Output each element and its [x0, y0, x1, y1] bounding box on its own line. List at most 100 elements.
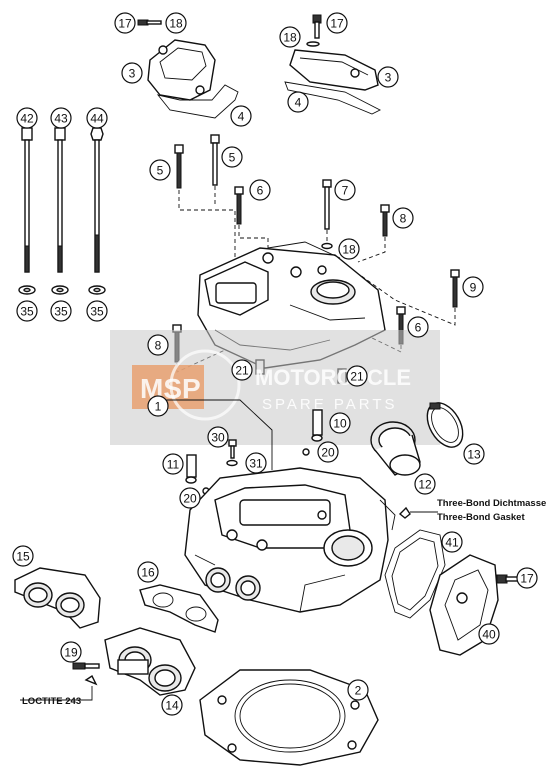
callout-label: 21 — [350, 370, 364, 384]
callout-circle — [441, 531, 463, 553]
callout-35a: 35 — [16, 300, 38, 322]
callout-label: 20 — [321, 446, 335, 460]
callout-label: 13 — [467, 448, 481, 462]
callout-circle — [147, 334, 169, 356]
callout-44: 44 — [86, 107, 108, 129]
callout-label: 42 — [20, 112, 34, 126]
callout-3b: 3 — [377, 66, 399, 88]
callout-35b: 35 — [50, 300, 72, 322]
callout-label: 18 — [169, 17, 183, 31]
callout-circle — [377, 66, 399, 88]
callout-circle — [329, 412, 351, 434]
callout-label: 17 — [520, 572, 534, 586]
callout-8b: 8 — [147, 334, 169, 356]
callout-label: 41 — [445, 536, 459, 550]
callout-18b: 18 — [279, 26, 301, 48]
callout-19: 19 — [60, 641, 82, 663]
callout-30: 30 — [207, 426, 229, 448]
callout-35c: 35 — [86, 300, 108, 322]
valve-cover-gasket-right — [284, 81, 381, 115]
callout-label: 6 — [415, 321, 422, 335]
callout-circle — [165, 12, 187, 34]
valve-cover-gasket-left — [156, 84, 239, 119]
exhaust-flange-15 — [14, 567, 101, 629]
callout-label: 5 — [229, 151, 236, 165]
callout-label: 19 — [64, 646, 78, 660]
callout-circle — [86, 300, 108, 322]
callout-label: 6 — [257, 184, 264, 198]
valve-cover-right — [289, 49, 379, 91]
callout-17c: 17 — [516, 567, 538, 589]
callout-20a: 20 — [179, 487, 201, 509]
callout-40: 40 — [478, 623, 500, 645]
head-gasket-2 — [199, 669, 379, 766]
callout-21b: 21 — [346, 365, 368, 387]
callout-17b: 17 — [326, 12, 348, 34]
callout-label: 3 — [385, 71, 392, 85]
callout-circle — [414, 473, 436, 495]
callout-circle — [334, 179, 356, 201]
note-sealant-top: Three-Bond Dichtmasse — [437, 498, 546, 509]
callout-6a: 6 — [249, 179, 271, 201]
callout-circle — [249, 179, 271, 201]
note-loctite: LOCTITE 243 — [22, 696, 81, 707]
callout-20b: 20 — [317, 441, 339, 463]
callout-7: 7 — [334, 179, 356, 201]
callout-label: 4 — [238, 110, 245, 124]
callout-11: 11 — [162, 453, 184, 475]
callout-circle — [221, 146, 243, 168]
callout-circle — [326, 12, 348, 34]
washers-35 — [18, 285, 106, 295]
intake-adapter-14 — [104, 627, 196, 696]
callout-circle — [137, 561, 159, 583]
callout-label: 44 — [90, 112, 104, 126]
callout-circle — [230, 105, 252, 127]
bolt-17-left — [137, 19, 162, 26]
callout-label: 3 — [129, 67, 136, 81]
watermark-subtitle: SPARE PARTS — [262, 396, 398, 413]
callout-circle — [12, 545, 34, 567]
callout-circle — [161, 694, 183, 716]
callout-label: 16 — [141, 566, 155, 580]
callout-circle — [162, 453, 184, 475]
callout-5a: 5 — [149, 159, 171, 181]
callout-5b: 5 — [221, 146, 243, 168]
callout-31: 31 — [245, 452, 267, 474]
callout-label: 18 — [342, 243, 356, 257]
callout-circle — [114, 12, 136, 34]
callout-circle — [147, 395, 169, 417]
callout-circle — [16, 300, 38, 322]
callout-17a: 17 — [114, 12, 136, 34]
callout-42: 42 — [16, 107, 38, 129]
valve-cover-left — [147, 39, 216, 101]
callout-circle — [463, 443, 485, 465]
exhaust-gasket-16 — [139, 584, 219, 633]
callout-16: 16 — [137, 561, 159, 583]
callout-circle — [50, 300, 72, 322]
callout-2: 2 — [347, 679, 369, 701]
callout-41: 41 — [441, 531, 463, 553]
callout-label: 8 — [155, 339, 162, 353]
callout-circle — [392, 207, 414, 229]
callout-label: 35 — [20, 305, 34, 319]
callout-label: 20 — [183, 492, 197, 506]
callout-label: 17 — [330, 17, 344, 31]
note-sealant-bottom: Three-Bond Gasket — [437, 512, 525, 523]
sealant-drop — [398, 506, 438, 519]
callout-circle — [50, 107, 72, 129]
callout-21a: 21 — [231, 359, 253, 381]
callout-circle — [149, 159, 171, 181]
callout-label: 11 — [167, 458, 180, 472]
intake-boot-12 — [370, 421, 421, 476]
callout-label: 4 — [295, 96, 302, 110]
stud-42 — [21, 127, 33, 273]
bolt-19 — [20, 662, 100, 701]
callout-circle — [245, 452, 267, 474]
callout-circle — [16, 107, 38, 129]
callout-4b: 4 — [287, 91, 309, 113]
callout-14: 14 — [161, 694, 183, 716]
callout-label: 30 — [211, 431, 225, 445]
callout-label: 7 — [342, 184, 349, 198]
